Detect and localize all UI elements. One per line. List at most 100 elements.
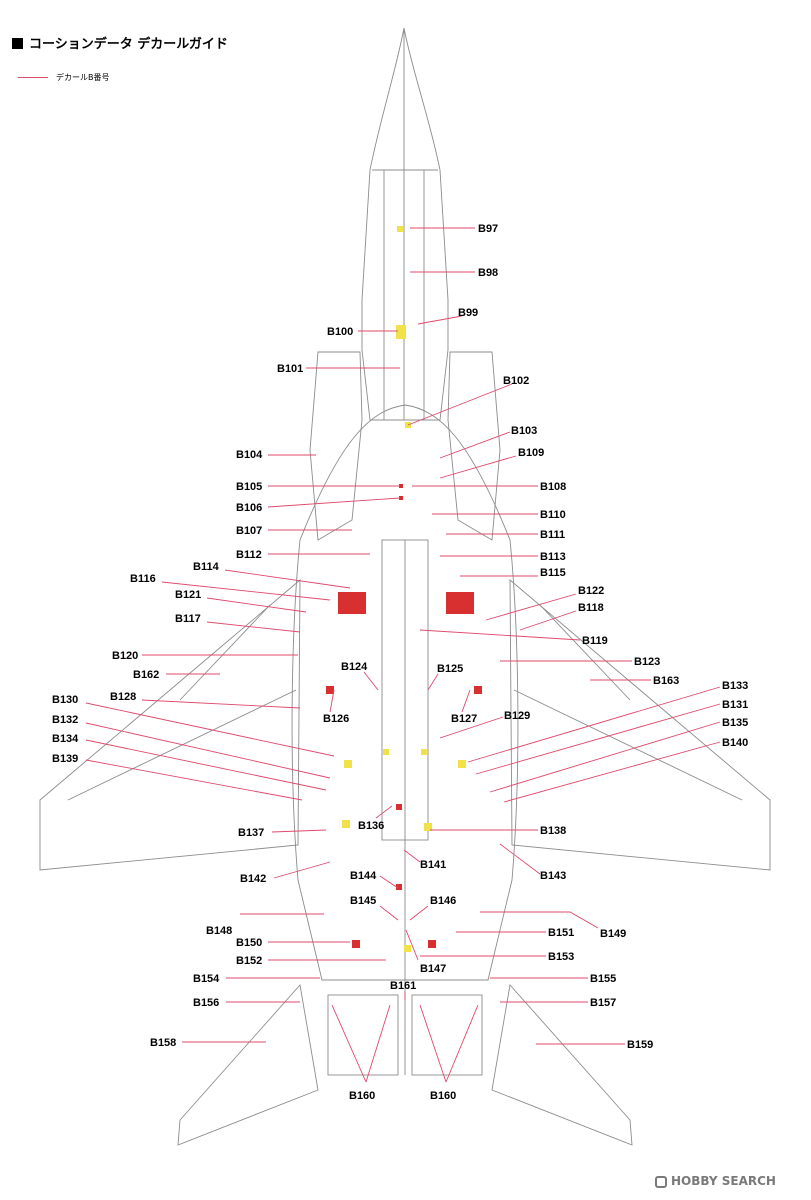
decal-label-b113: B113 — [540, 551, 566, 563]
decal-label-b139: B139 — [52, 753, 78, 765]
decal-label-b135: B135 — [722, 717, 748, 729]
leader-line — [271, 829, 327, 833]
hobby-search-logo-icon — [655, 1176, 667, 1188]
right-nozzle-outline — [411, 994, 483, 1076]
decal-label-b131: B131 — [722, 699, 748, 711]
decal-label-b137: B137 — [238, 827, 264, 839]
decal-mark-red — [352, 940, 360, 948]
leader-line — [439, 455, 517, 479]
decal-mark-yellow — [458, 760, 466, 768]
leader-lines — [85, 227, 721, 1083]
decal-mark-red — [396, 884, 402, 890]
leader-line — [161, 581, 331, 601]
leader-line — [409, 905, 429, 921]
decal-label-b109: B109 — [518, 447, 544, 459]
decal-label-b108: B108 — [540, 481, 566, 493]
decal-label-b145: B145 — [350, 895, 376, 907]
decal-mark-yellow — [404, 945, 411, 952]
center-fuselage-outline — [291, 404, 519, 981]
decal-label-b111: B111 — [540, 529, 565, 541]
title-square-icon — [12, 38, 23, 49]
leader-line — [206, 621, 301, 633]
leader-line — [85, 759, 303, 801]
decal-mark-yellow — [396, 325, 406, 339]
decal-mark-red — [428, 940, 436, 948]
decal-markers — [326, 226, 482, 952]
leader-line — [267, 497, 401, 508]
decal-label-b160: B160 — [349, 1090, 375, 1102]
leader-line — [519, 610, 577, 631]
decal-label-b156: B156 — [193, 997, 219, 1009]
decal-mark-yellow — [344, 760, 352, 768]
decal-label-b148: B148 — [206, 925, 232, 937]
decal-mark-red — [396, 804, 402, 810]
leader-line — [224, 569, 351, 589]
decal-label-b129: B129 — [504, 710, 530, 722]
left-wing-hardpoint-rail — [179, 604, 271, 701]
decal-label-b101: B101 — [277, 363, 303, 375]
leader-line — [419, 629, 581, 641]
decal-label-b134: B134 — [52, 733, 79, 745]
legend-line-swatch — [18, 77, 48, 78]
decal-label-b107: B107 — [236, 525, 262, 537]
decal-label-b127: B127 — [451, 713, 477, 725]
leader-line — [85, 722, 331, 779]
leader-line — [329, 689, 335, 713]
decal-label-b147: B147 — [420, 963, 446, 975]
leader-line — [407, 383, 513, 426]
decal-mark-yellow — [383, 749, 389, 755]
decal-label-b97: B97 — [478, 223, 498, 235]
decal-mark-yellow — [424, 823, 432, 831]
decal-mark-red — [399, 484, 403, 488]
decal-label-b153: B153 — [548, 951, 574, 963]
decal-label-b162: B162 — [133, 669, 159, 681]
decal-mark-red-panel — [446, 592, 474, 614]
decal-label-b138: B138 — [540, 825, 566, 837]
leader-line — [141, 699, 301, 709]
decal-label-b102: B102 — [503, 375, 529, 387]
leader-line — [379, 905, 399, 921]
decal-label-b163: B163 — [653, 675, 679, 687]
decal-label-b124: B124 — [341, 661, 368, 673]
decal-mark-red — [474, 686, 482, 694]
decal-mark-yellow — [397, 226, 403, 232]
decal-label-b146: B146 — [430, 895, 456, 907]
leader-line — [467, 686, 721, 763]
left-intake-outline — [309, 351, 363, 541]
leader-line — [489, 721, 721, 793]
leader-line — [85, 702, 335, 757]
watermark: HOBBY SEARCH — [655, 1174, 776, 1188]
decal-mark-red — [326, 686, 334, 694]
decal-label-b149: B149 — [600, 928, 626, 940]
nose-outline — [361, 27, 449, 421]
decal-label-b116: B116 — [130, 573, 156, 585]
page-title: コーションデータ デカールガイド — [12, 33, 228, 52]
leader-line — [206, 597, 307, 613]
decal-label-b121: B121 — [175, 589, 201, 601]
leader-line — [365, 1004, 391, 1083]
leader-line — [475, 703, 721, 775]
legend-label: デカールB番号 — [56, 73, 110, 82]
decal-label-b160: B160 — [430, 1090, 456, 1102]
right-wing-hardpoint-rail — [539, 604, 631, 701]
leader-line — [445, 1004, 479, 1083]
leader-line — [480, 911, 599, 929]
leader-line — [439, 431, 511, 459]
decal-label-b142: B142 — [240, 873, 266, 885]
decal-label-b140: B140 — [722, 737, 748, 749]
decal-mark-red — [399, 496, 403, 500]
decal-label-b151: B151 — [548, 927, 574, 939]
decal-label-b105: B105 — [236, 481, 262, 493]
decal-label-b126: B126 — [323, 713, 349, 725]
decal-label-b128: B128 — [110, 691, 136, 703]
decal-label-b133: B133 — [722, 680, 748, 692]
decal-label-b122: B122 — [578, 585, 604, 597]
left-stabilizer-outline — [177, 984, 319, 1146]
decal-label-b106: B106 — [236, 502, 262, 514]
decal-label-b144: B144 — [350, 870, 377, 882]
decal-label-b118: B118 — [578, 602, 604, 614]
decal-label-b136: B136 — [358, 820, 384, 832]
leader-line — [85, 739, 327, 791]
